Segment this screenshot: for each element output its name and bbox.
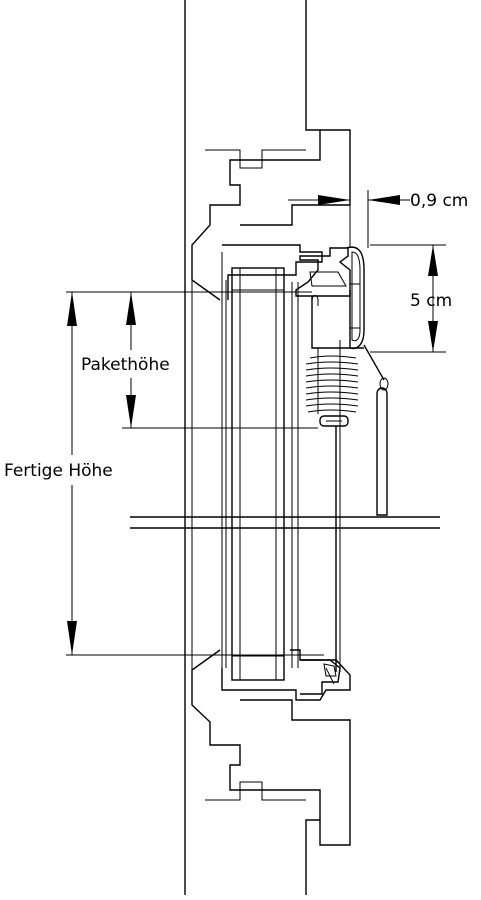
dimension-gap bbox=[288, 190, 410, 248]
frame-bottom-right bbox=[240, 699, 351, 846]
handle-ring bbox=[379, 377, 389, 391]
frame-right-top bbox=[240, 129, 351, 226]
sash-top bbox=[222, 244, 323, 300]
pleated-package bbox=[305, 348, 359, 414]
head-rail-clip bbox=[345, 246, 365, 350]
handle-rod bbox=[376, 387, 388, 516]
rail-body bbox=[311, 296, 364, 349]
head-rail-inner bbox=[309, 271, 347, 287]
bottom-rail-inner bbox=[323, 663, 337, 677]
dimension-finished-height bbox=[66, 292, 324, 656]
glass-pane-outer bbox=[231, 267, 285, 681]
gap-label: 0,9 cm bbox=[410, 191, 468, 211]
package-height-label: Pakethöhe bbox=[81, 355, 170, 375]
rail-hook bbox=[311, 295, 319, 306]
frame-bottom-notch bbox=[205, 781, 306, 801]
frame-top-notch bbox=[205, 149, 306, 169]
bottom-bar-of-package bbox=[319, 415, 349, 427]
rail-height-label: 5 cm bbox=[410, 291, 452, 311]
frame-bottom-profile bbox=[191, 649, 321, 895]
handle-rod-link bbox=[363, 344, 385, 381]
sash-bottom bbox=[221, 649, 351, 701]
bottom-rail-clip bbox=[325, 667, 335, 685]
bottom-rail bbox=[300, 659, 341, 695]
head-rail-block bbox=[349, 283, 361, 329]
head-rail-profile bbox=[295, 247, 351, 297]
dimension-package-height bbox=[66, 291, 318, 429]
dimension-rail-height bbox=[370, 244, 446, 353]
head-rail-clip-inner bbox=[351, 251, 361, 342]
finished-height-label: Fertige Höhe bbox=[4, 461, 113, 481]
